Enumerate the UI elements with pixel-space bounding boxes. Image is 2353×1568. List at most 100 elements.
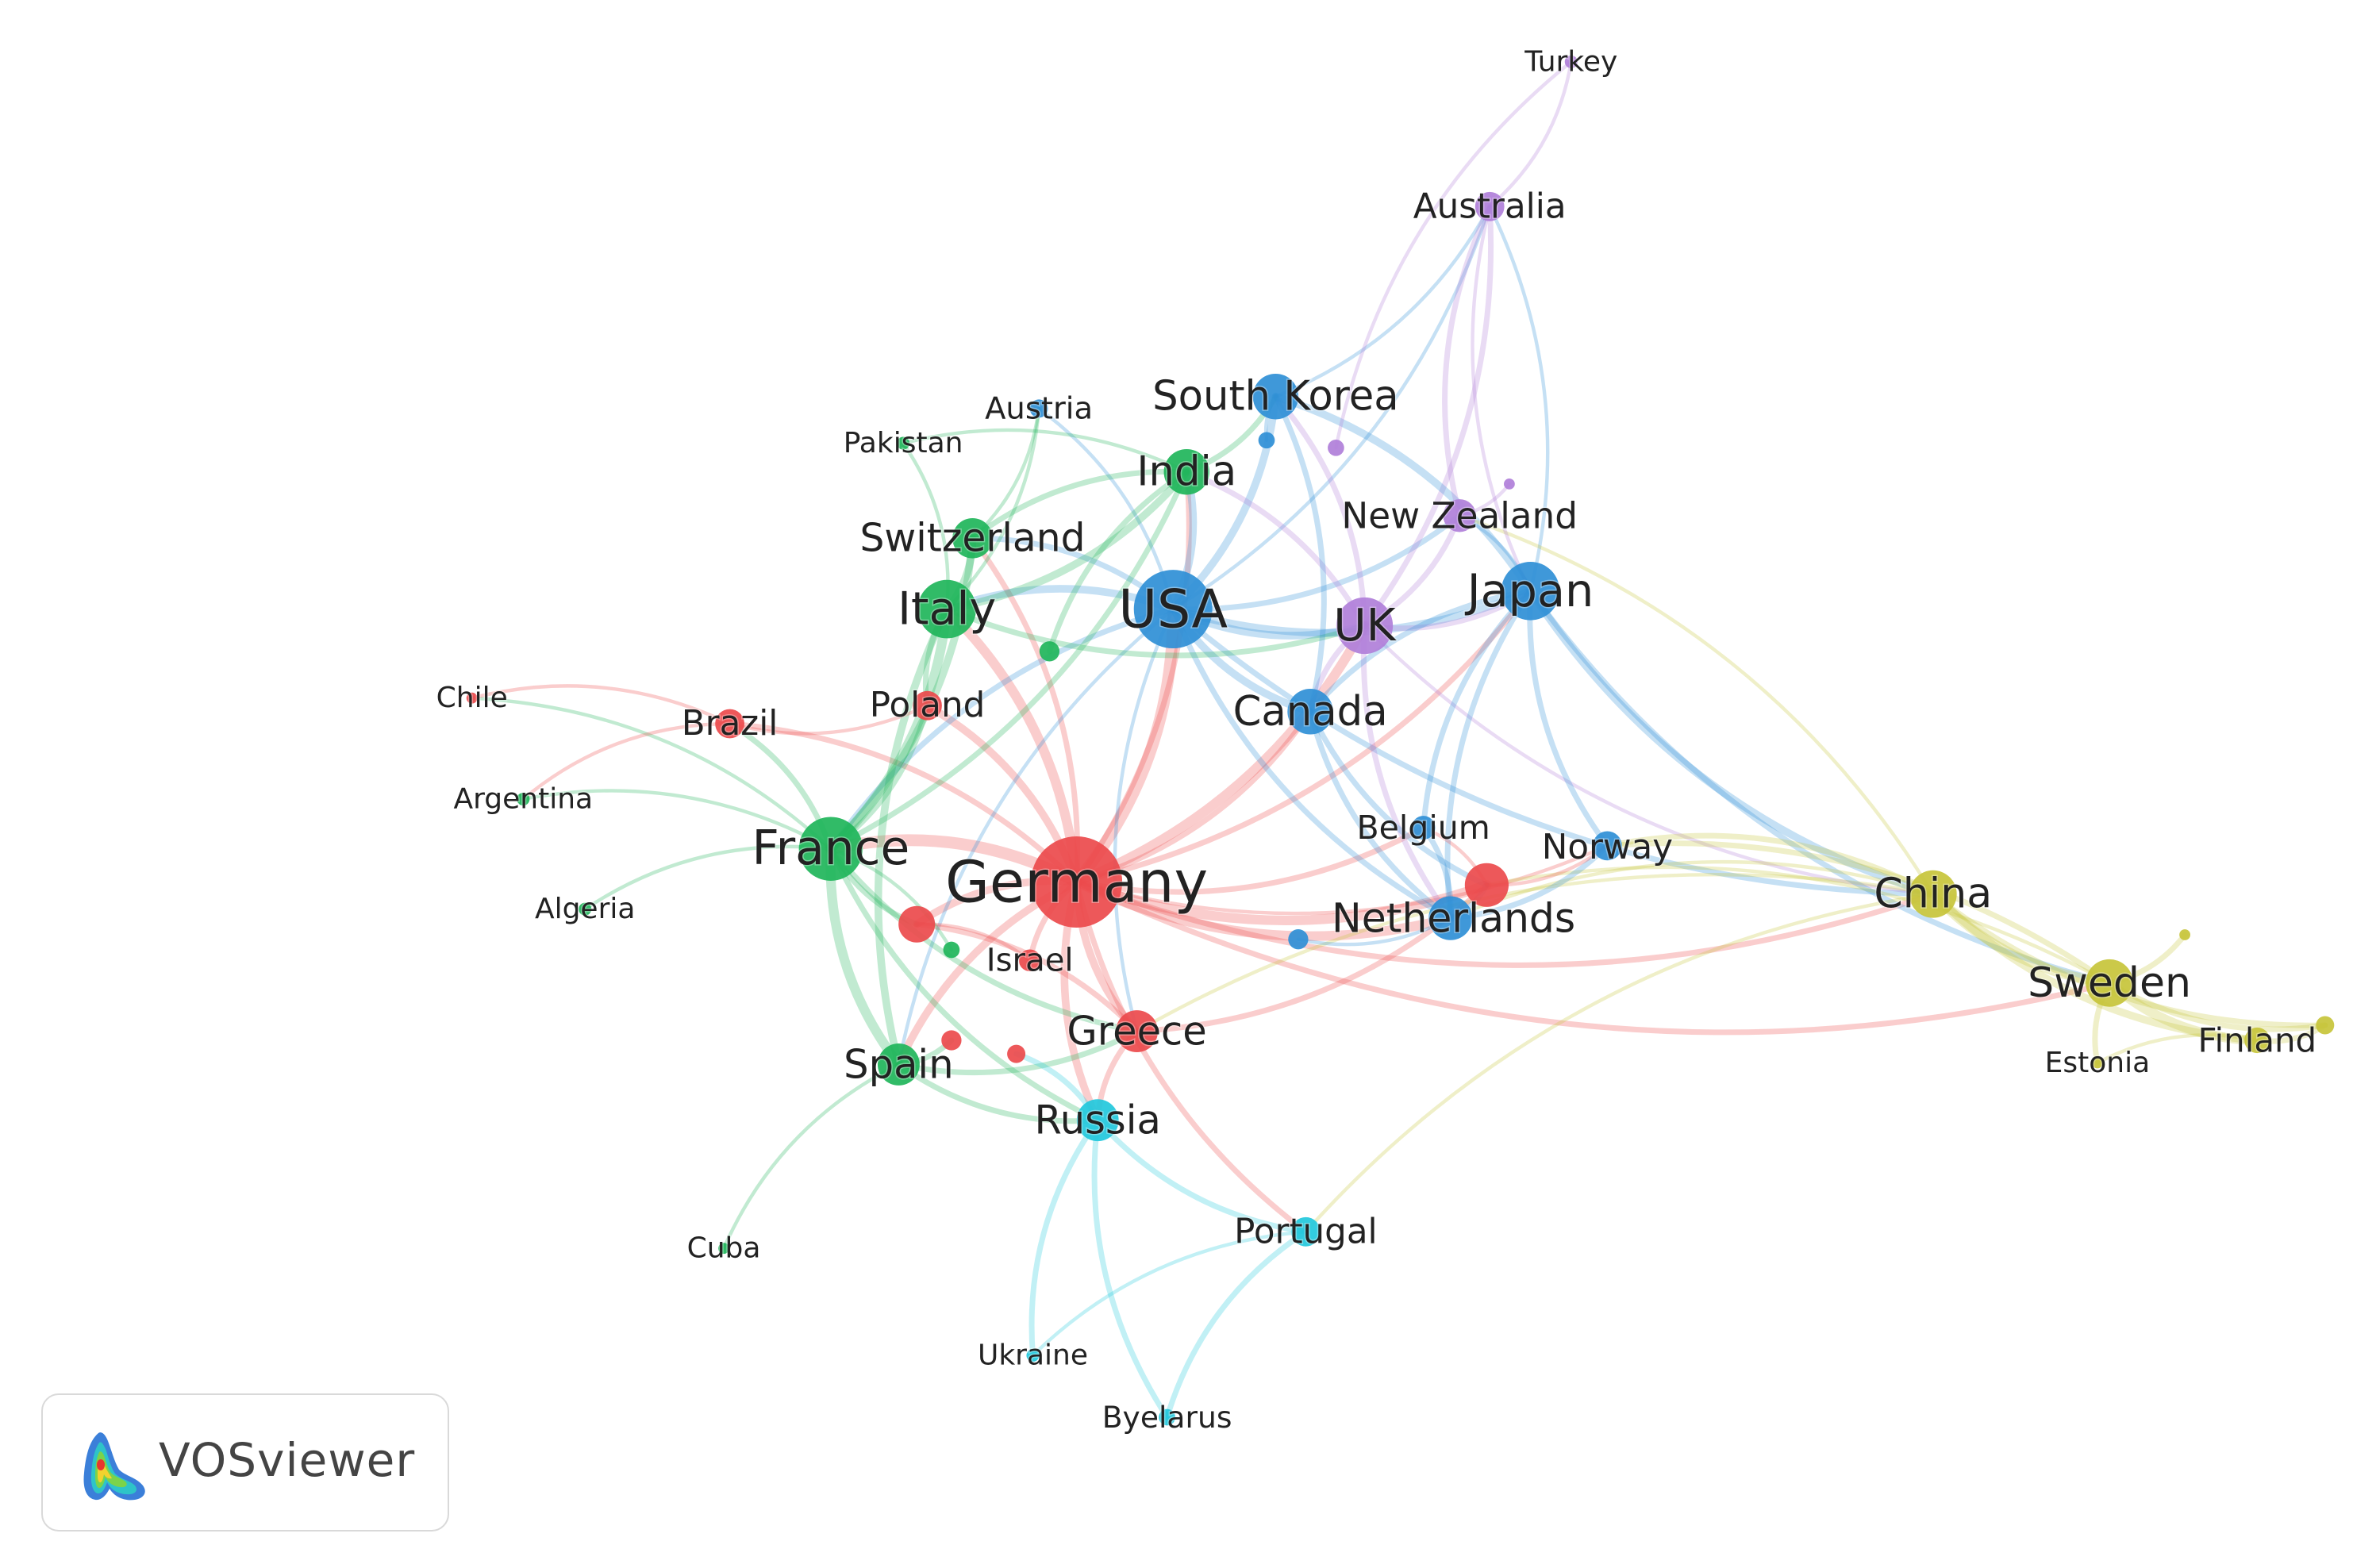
node-red-unlabeled-3[interactable] (941, 1030, 962, 1051)
link-france-russia (828, 846, 1101, 1124)
node-estonia[interactable] (2092, 1057, 2103, 1069)
link-russia-portugal (1094, 1117, 1309, 1235)
link-india-green-unlabeled-1 (1046, 469, 1190, 655)
link-france-greece (828, 846, 1140, 1035)
node-brazil[interactable] (715, 709, 744, 739)
link-germany-red-unlabeled-1 (1071, 877, 1492, 926)
node-india[interactable] (1163, 448, 1210, 495)
link-south-korea-australia (1274, 205, 1492, 398)
node-switzerland[interactable] (952, 518, 993, 559)
link-turkey-purple-unlabeled-1 (1334, 60, 1573, 450)
link-usa-spain (897, 607, 1175, 1066)
node-germany[interactable] (1031, 836, 1123, 928)
node-label-canada: Canada (1233, 688, 1388, 736)
node-japan[interactable] (1501, 562, 1560, 621)
node-spain[interactable] (877, 1043, 920, 1086)
node-usa[interactable] (1133, 570, 1213, 649)
node-netherlands[interactable] (1428, 896, 1473, 940)
node-label-byelarus: Byelarus (1102, 1400, 1232, 1435)
node-france[interactable] (798, 817, 863, 881)
node-label-greece: Greece (1067, 1009, 1206, 1055)
link-germany-belgium (1074, 824, 1427, 895)
link-italy-uk (944, 606, 1367, 659)
node-chile[interactable] (466, 692, 478, 704)
node-label-portugal: Portugal (1234, 1212, 1378, 1251)
node-byelarus[interactable] (1159, 1409, 1175, 1426)
node-greece[interactable] (1116, 1010, 1159, 1053)
node-label-ukraine: Ukraine (978, 1339, 1088, 1372)
node-blue-unlabeled-1[interactable] (1288, 929, 1309, 950)
link-canada-south-korea (1272, 394, 1327, 715)
node-russia[interactable] (1076, 1099, 1119, 1142)
node-canada[interactable] (1287, 689, 1333, 735)
node-blue-unlabeled-2[interactable] (1258, 432, 1275, 449)
node-uk[interactable] (1336, 597, 1394, 655)
link-china-netherlands (1448, 859, 1935, 920)
node-ukraine[interactable] (1026, 1349, 1040, 1362)
link-japan-canada (1307, 588, 1533, 715)
node-south-korea[interactable] (1252, 373, 1299, 420)
link-portugal-ukraine (1031, 1230, 1308, 1358)
node-purple-unlabeled-1[interactable] (1328, 439, 1344, 456)
node-label-italy: Italy (898, 583, 996, 636)
node-yellow-unlabeled-2[interactable] (2316, 1016, 2335, 1035)
node-new-zealand[interactable] (1443, 499, 1476, 532)
link-india-switzerland (970, 468, 1190, 541)
node-italy[interactable] (917, 579, 976, 639)
link-japan-australia (1488, 205, 1550, 593)
link-brazil-poland (728, 704, 929, 736)
link-uk-south-korea (1272, 394, 1367, 628)
link-brazil-chile (470, 684, 732, 726)
node-argentina[interactable] (517, 792, 530, 806)
link-usa-greece (1113, 607, 1175, 1033)
node-red-unlabeled-2[interactable] (898, 905, 936, 943)
node-label-australia: Australia (1413, 186, 1567, 226)
link-germany-japan (1074, 588, 1533, 885)
link-germany-portugal (1074, 879, 1309, 1235)
node-label-brazil: Brazil (682, 704, 779, 744)
node-sweden[interactable] (2086, 959, 2134, 1007)
link-russia-ukraine (1028, 1117, 1101, 1359)
link-sweden-red-unlabeled-1 (1485, 865, 2112, 985)
node-label-usa: USA (1118, 578, 1228, 640)
node-label-france: France (752, 821, 910, 876)
node-green-unlabeled-2[interactable] (943, 941, 960, 959)
node-label-south-korea: South Korea (1152, 373, 1399, 421)
link-australia-turkey (1488, 60, 1573, 209)
link-germany-uk (1071, 621, 1370, 887)
link-spain-russia (895, 1061, 1101, 1124)
node-australia[interactable] (1474, 191, 1505, 221)
link-germany-brazil (727, 721, 1080, 885)
link-russia-byelarus (1091, 1117, 1171, 1420)
link-germany-norway (1075, 844, 1609, 916)
node-norway[interactable] (1593, 831, 1622, 861)
node-portugal[interactable] (1291, 1216, 1321, 1247)
node-china[interactable] (1909, 870, 1957, 918)
link-france-chile (470, 696, 833, 851)
link-uk-netherlands (1360, 623, 1454, 921)
node-red-unlabeled-4[interactable] (1007, 1044, 1026, 1063)
node-yellow-unlabeled-1[interactable] (2179, 929, 2191, 940)
node-turkey[interactable] (1564, 55, 1578, 68)
link-china-new-zealand (1458, 513, 1935, 896)
node-cuba[interactable] (718, 1243, 729, 1255)
node-poland[interactable] (913, 690, 942, 721)
node-label-norway: Norway (1542, 828, 1673, 867)
node-label-estonia: Estonia (2045, 1047, 2151, 1079)
node-purple-unlabeled-2[interactable] (1504, 478, 1515, 490)
node-label-japan: Japan (1465, 565, 1594, 617)
node-austria[interactable] (1029, 399, 1048, 418)
node-label-china: China (1874, 870, 1992, 918)
node-finland[interactable] (2244, 1027, 2270, 1054)
node-label-germany: Germany (945, 849, 1208, 916)
link-uk-china (1363, 624, 1935, 896)
node-belgium[interactable] (1411, 816, 1436, 840)
node-pakistan[interactable] (897, 436, 910, 450)
link-finland-estonia (2095, 1033, 2259, 1065)
node-algeria[interactable] (579, 902, 592, 916)
link-usa-china (1170, 606, 1936, 897)
node-red-unlabeled-1[interactable] (1464, 863, 1509, 907)
node-israel[interactable] (1018, 949, 1041, 972)
link-sweden-norway (1604, 840, 2113, 986)
node-green-unlabeled-1[interactable] (1039, 641, 1060, 662)
